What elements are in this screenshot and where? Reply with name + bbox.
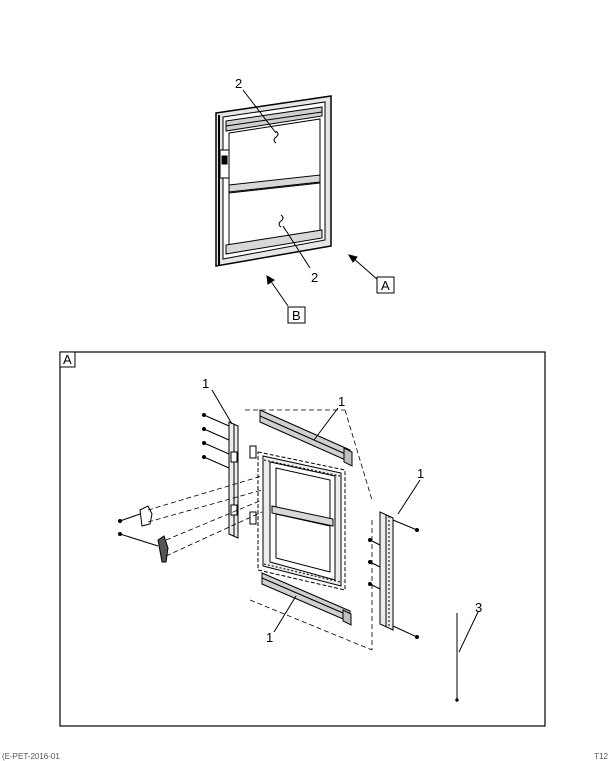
view-arrow-a [347,254,379,281]
callout-1-right-jamb: 1 [417,466,424,481]
window-assembly-view [215,95,332,267]
rod-part-3 [455,613,459,702]
callout-1-top-track: 1 [338,394,345,409]
bottom-track [261,572,352,626]
callout-3-rod: 3 [475,600,482,615]
top-leaders [242,89,311,269]
right-jamb [379,511,394,631]
window-meeting-rail [228,174,321,193]
view-label-a-box [376,276,395,294]
keeper-parts [139,445,257,563]
detail-a-label-box [59,351,76,368]
detail-a-frame [59,351,546,727]
callout-2-upper: 2 [235,76,242,91]
screws-left [118,413,230,547]
detail-a-label: A [63,352,72,367]
left-jamb [228,421,239,539]
footer-doc-id: (E-PET-2016-01 [2,752,60,761]
screws-right [368,519,419,639]
footer-page-id: T12 [594,752,608,761]
callout-1-left-jamb: 1 [202,376,209,391]
view-arrow-b [266,275,289,307]
view-label-b-box [287,306,306,324]
view-label-a: A [381,278,390,293]
detail-leaders [211,389,479,653]
exploded-sash [257,451,346,591]
top-track [259,409,353,467]
callout-2-lower: 2 [311,270,318,285]
window-bottom-rail [225,229,323,255]
view-label-b: B [292,308,301,323]
callout-1-bottom-track: 1 [266,630,273,645]
